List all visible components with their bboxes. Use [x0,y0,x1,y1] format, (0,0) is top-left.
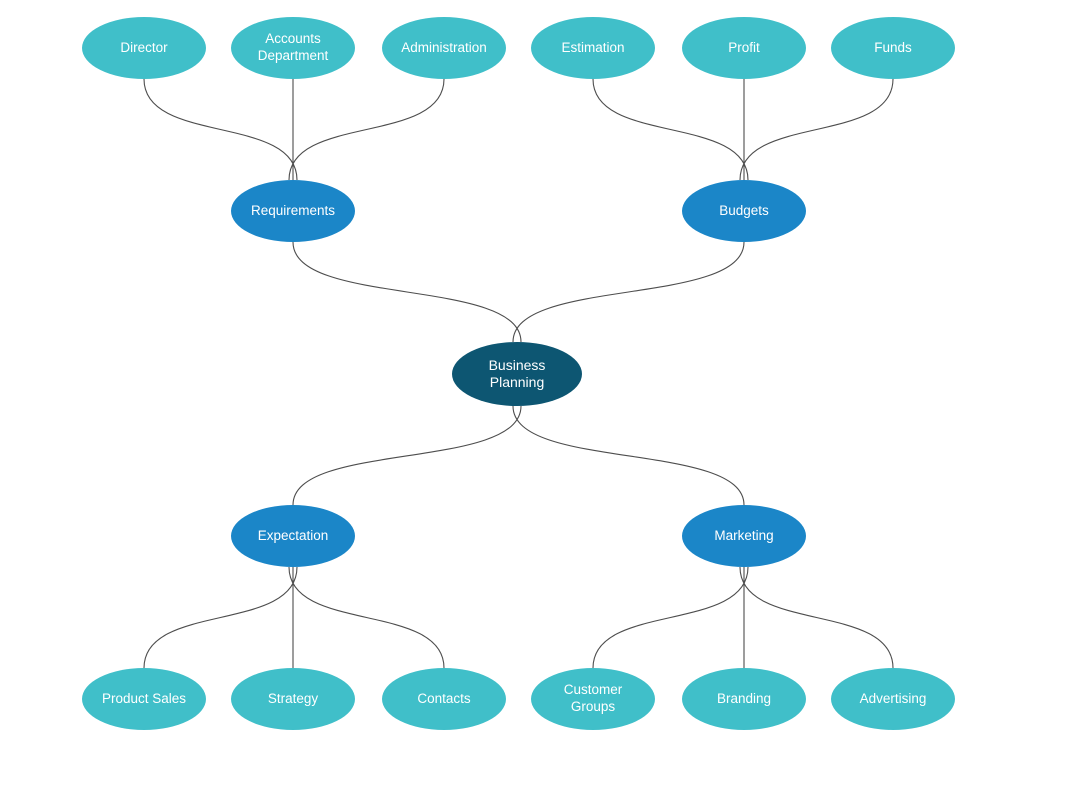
node-label: Branding [716,690,772,706]
node-product-sales[interactable]: Product Sales [82,668,206,730]
connector-business-planning-marketing [512,405,745,506]
node-label: Expectation [257,527,329,543]
connector-requirements-director [143,78,298,181]
node-label: Director [120,39,168,55]
connector-budgets-funds [739,78,894,181]
node-label: Business Planning [488,356,546,391]
connector-marketing-customer-groups [592,566,749,669]
node-label: Strategy [267,690,319,706]
node-estimation[interactable]: Estimation [531,17,655,79]
node-budgets[interactable]: Budgets [682,180,806,242]
node-label: Contacts [417,690,471,706]
node-strategy[interactable]: Strategy [231,668,355,730]
node-customer-groups[interactable]: Customer Groups [531,668,655,730]
node-label: Funds [874,39,912,55]
node-advertising[interactable]: Advertising [831,668,955,730]
node-expectation[interactable]: Expectation [231,505,355,567]
node-label: Advertising [859,690,927,706]
connector-requirements-administration [288,78,445,181]
node-director[interactable]: Director [82,17,206,79]
connector-expectation-contacts [288,566,445,669]
node-label: Product Sales [101,690,187,706]
connector-business-planning-expectation [292,405,522,506]
connector-budgets-estimation [592,78,749,181]
node-accounts-department[interactable]: Accounts Department [231,17,355,79]
node-label: Accounts Department [257,31,329,63]
node-label: Profit [728,39,760,55]
connector-business-planning-requirements [292,241,522,343]
node-funds[interactable]: Funds [831,17,955,79]
connector-business-planning-budgets [512,241,745,343]
connector-marketing-advertising [739,566,894,669]
node-contacts[interactable]: Contacts [382,668,506,730]
node-requirements[interactable]: Requirements [231,180,355,242]
node-administration[interactable]: Administration [382,17,506,79]
node-label: Marketing [714,527,774,543]
node-label: Estimation [561,39,625,55]
node-label: Administration [401,39,487,55]
node-label: Budgets [719,202,769,218]
node-label: Requirements [250,202,336,218]
node-branding[interactable]: Branding [682,668,806,730]
node-marketing[interactable]: Marketing [682,505,806,567]
node-label: Customer Groups [563,682,623,714]
connector-expectation-product-sales [143,566,298,669]
node-business-planning[interactable]: Business Planning [452,342,582,406]
node-profit[interactable]: Profit [682,17,806,79]
